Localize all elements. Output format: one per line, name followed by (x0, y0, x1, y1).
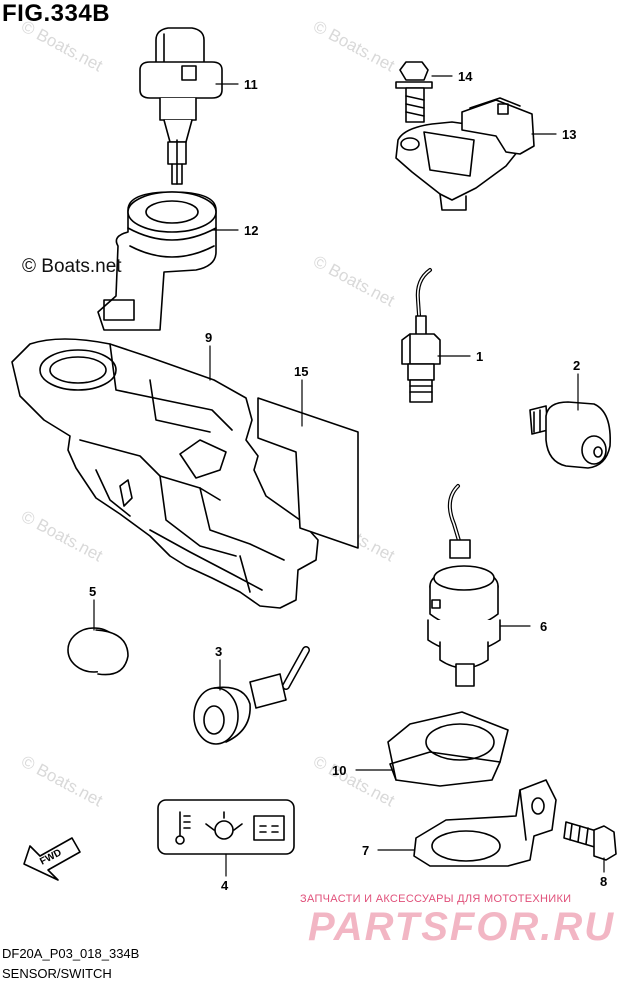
callout-1: 1 (476, 349, 483, 364)
callout-15: 15 (294, 364, 308, 379)
callout-10: 10 (332, 763, 346, 778)
part-11-temperature-sensor (139, 27, 223, 185)
watermark-brand: PARTSFOR.RU (308, 905, 616, 949)
oil-can-icon (205, 811, 243, 840)
watermark-faint: © Boats.net (18, 507, 106, 566)
part-13-pressure-sensor (395, 97, 535, 211)
figure-code: DF20A_P03_018_334B (2, 946, 140, 961)
figure-name: SENSOR/SWITCH (2, 966, 112, 981)
callout-11: 11 (244, 77, 258, 92)
callout-6: 6 (540, 619, 547, 634)
watermark-faint: © Boats.net (310, 252, 398, 311)
part-9-bracket (11, 338, 319, 609)
callout-14: 14 (458, 69, 473, 84)
callout-13: 13 (562, 127, 576, 142)
watermark-faint: © Boats.net (18, 17, 106, 76)
callout-numbers: 11 12 9 15 1 2 14 13 6 5 3 10 7 8 4 (89, 69, 607, 893)
part-12-sensor-holder (97, 191, 217, 331)
part-6-pressure-switch (427, 484, 501, 687)
watermark-faint: © Boats.net (310, 752, 398, 811)
part-2-knock-sensor (529, 401, 611, 469)
watermark-faint: © Boats.net (18, 752, 106, 811)
part-14-bolt (395, 61, 433, 123)
figure-title: FIG.334B (2, 0, 111, 27)
part-3-sensor-grommet (193, 646, 310, 745)
callout-2: 2 (573, 358, 580, 373)
callout-7: 7 (362, 843, 369, 858)
callout-9: 9 (205, 330, 212, 345)
part-15-insulator-sheet (257, 397, 359, 549)
part-1-sensor (401, 268, 441, 403)
watermark-tagline: ЗАПЧАСТИ И АКСЕССУАРЫ ДЛЯ МОТОТЕХНИКИ (300, 893, 572, 905)
copyright-watermark: © Boats.net (22, 256, 122, 277)
part-10-plate (387, 711, 509, 787)
callout-4: 4 (221, 878, 229, 893)
callout-8: 8 (600, 874, 607, 889)
watermark-faint: © Boats.net (310, 17, 398, 76)
part-7-bracket-plate (413, 779, 557, 867)
part-5-plug-cap (67, 627, 129, 676)
leader-lines (93, 75, 605, 877)
battery-icon (253, 815, 285, 841)
fwd-arrow-icon: FWD (23, 837, 81, 881)
callout-12: 12 (244, 223, 258, 238)
part-4-decal (157, 799, 295, 855)
callout-3: 3 (215, 644, 222, 659)
part-8-bolt (563, 821, 617, 861)
thermometer-icon (175, 811, 191, 845)
callout-5: 5 (89, 584, 96, 599)
